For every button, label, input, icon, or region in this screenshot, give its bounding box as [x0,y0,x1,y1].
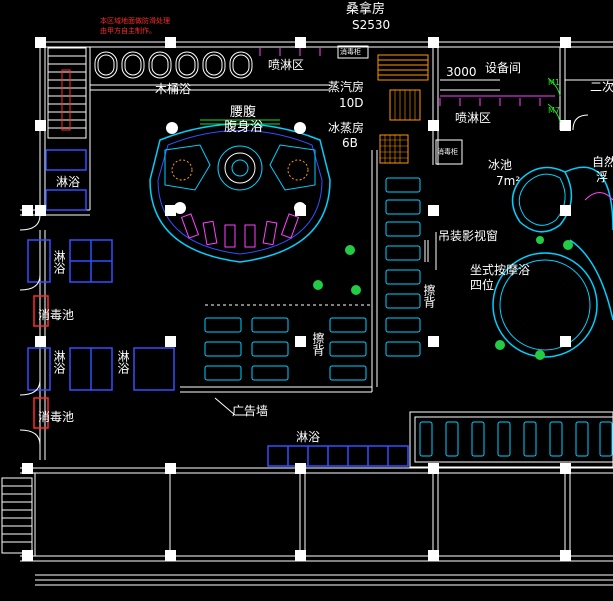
label-disinfect-1: 消毒池 [38,308,75,322]
label-shower-left-2: 淋浴 [52,250,66,274]
waist-body-bath [149,119,331,263]
shower-cubicles-left [27,149,175,391]
label-shower-area-mid: 喷淋区 [455,111,492,125]
label-shower-left-4: 淋浴 [116,350,130,374]
label-waist-body-bath: 腹身浴 [224,120,264,135]
label-ice-pool: 冰池 [488,158,513,172]
stairs-top [47,47,87,139]
label-shower-area-top: 喷淋区 [268,58,305,72]
wood-tubs [94,51,253,79]
plants [313,236,573,360]
label-scrub-right: 擦背 [422,284,436,308]
label-natural-a: 自然 [592,155,613,169]
structural-columns [22,37,571,561]
note-line-2: 由甲方自主制作。 [100,27,156,35]
label-shower-left-1: 淋浴 [56,175,81,189]
label-scrub-center: 擦背 [311,332,325,356]
label-door-m7: M7 [548,106,560,115]
label-shower-left-3: 淋浴 [52,350,66,374]
doors [547,77,561,123]
label-wood-tub-bath: 木桶浴 [155,82,192,96]
note-line-1: 本区域地面做防滑处理 [100,17,170,25]
stair-handrail [61,69,71,131]
shower-nozzles-top [259,48,541,106]
label-steam-code: 10D [339,96,364,110]
right-pools [492,166,613,358]
label-disinfect-2: 消毒池 [38,410,75,424]
label-sitting-massage-bath: 坐式按摩浴 [470,263,531,277]
label-four-seats: 四位 [470,278,495,292]
label-sauna-code: S2530 [352,18,391,32]
label-door-m1: M1 [548,78,560,87]
label-hanging-tv-window: 吊装影视窗 [438,229,499,243]
label-ice-steam-code: 6B [342,136,358,150]
sauna-rooms [337,45,463,165]
label-second-level: 二次 [590,80,613,94]
door-swings [19,114,589,446]
shower-stalls-bottom [267,445,409,467]
label-ice-steam-room: 冰蒸房 [328,121,365,135]
label-shower-bottom: 淋浴 [296,430,321,444]
label-equipment-room: 设备间 [485,61,522,75]
label-steam-room: 蒸汽房 [328,80,365,94]
label-advert-wall: 广告墙 [232,404,269,418]
label-ice-pool-size: 7m² [496,174,521,188]
label-disinfect-cabinet-top: 消毒柜 [340,48,361,56]
locker-area [409,411,613,468]
lockers [419,421,613,457]
label-sauna: 桑拿房 [346,2,386,17]
stairs-bottom [1,477,33,554]
label-waist-abdomen: 腰腹 [230,105,257,120]
scrub-beds [204,177,421,381]
label-disinfect-cabinet-mid: 消毒柜 [437,148,458,156]
walls [20,40,613,586]
label-dimension: 3000 [446,65,477,79]
label-natural-b: 浮 [596,170,609,184]
